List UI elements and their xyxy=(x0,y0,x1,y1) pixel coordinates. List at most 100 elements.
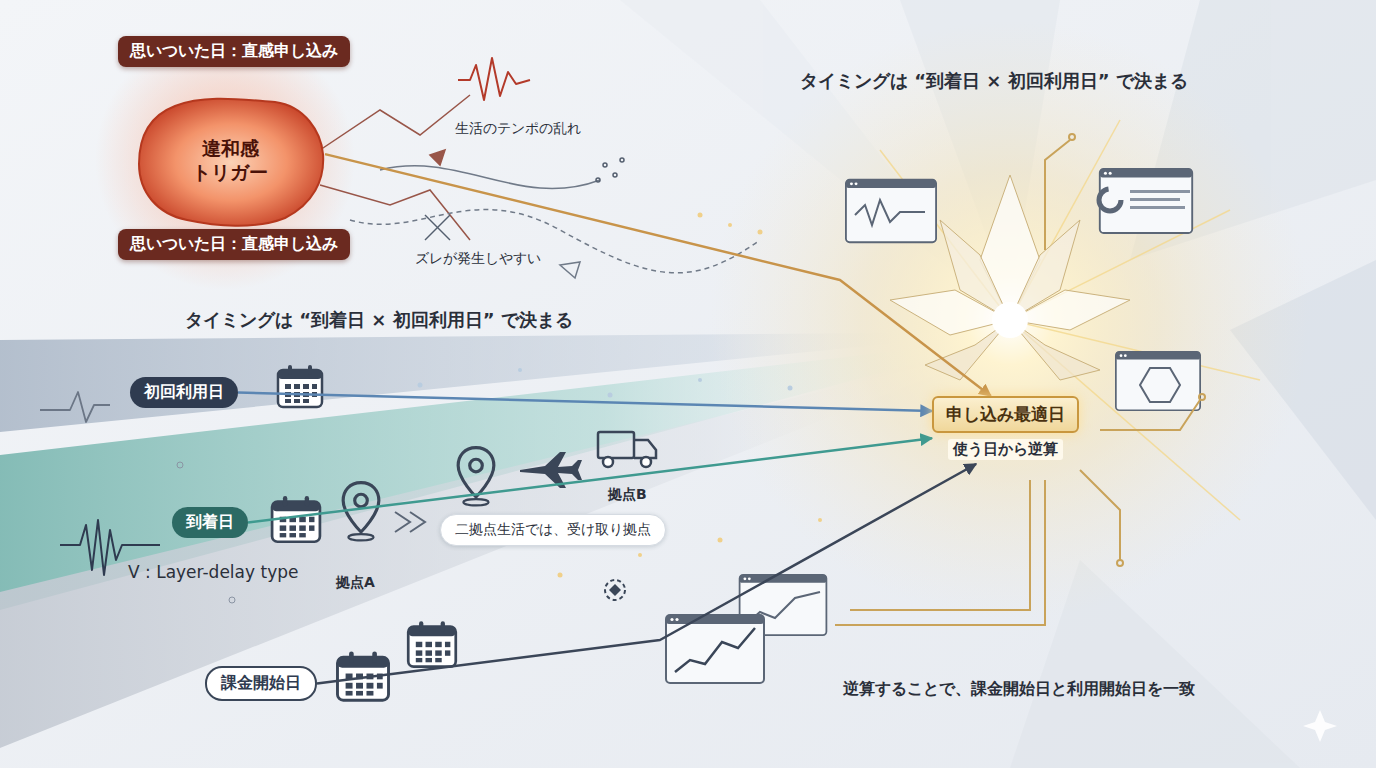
icons xyxy=(272,365,656,700)
node-text: 申し込み最適日 xyxy=(932,396,1079,433)
circuit-lines xyxy=(835,134,1205,625)
disturbance-lines xyxy=(320,95,760,278)
node-text: 初回利用日 xyxy=(144,382,224,403)
decor-shape xyxy=(605,580,625,600)
flow-arrow xyxy=(317,464,976,684)
decor-shape xyxy=(1140,368,1180,402)
decor-shape xyxy=(1080,470,1120,560)
conclusion-note: 逆算することで、課金開始日と利用開始日を一致 xyxy=(843,679,1195,700)
decor-shape xyxy=(410,512,425,532)
node-subtext: 使う日から逆算 xyxy=(948,439,1063,460)
decor-shape xyxy=(320,95,470,150)
node-text: 思いついた日：直感申し込み xyxy=(130,234,338,255)
decor-shape xyxy=(418,383,423,388)
decor-shape xyxy=(758,230,763,235)
decor-shape xyxy=(598,432,634,458)
decor-shape xyxy=(1010,290,1130,330)
decor-shape xyxy=(620,158,624,162)
decor-shape xyxy=(596,178,600,182)
decor-shape xyxy=(675,628,755,672)
flow-arrow xyxy=(238,393,932,412)
decor-shape xyxy=(890,290,1010,335)
date-pill: 課金開始日 xyxy=(205,666,317,701)
decor-shape xyxy=(1099,189,1121,211)
date-pill: 初回利用日 xyxy=(130,377,238,408)
decor-shape xyxy=(380,166,600,189)
decor-shape xyxy=(1100,400,1200,430)
decor-shape xyxy=(1100,169,1192,233)
decor-shape xyxy=(1116,352,1200,410)
date-pill: 到着日 xyxy=(172,507,248,538)
decor-shape xyxy=(698,378,702,382)
note-pill: 二拠点生活では、受け取り拠点 xyxy=(440,514,666,546)
decor-shape xyxy=(638,553,642,557)
decor-shape xyxy=(560,262,580,278)
decor-shape xyxy=(229,597,235,603)
decor-shape xyxy=(425,158,624,240)
decor-shape xyxy=(558,573,563,578)
annotation: 生活のテンポの乱れ xyxy=(455,120,581,138)
decor-shape xyxy=(1130,206,1185,209)
type-label: V : Layer-delay type xyxy=(128,562,298,582)
place-label: 拠点A xyxy=(336,574,375,592)
decor-shape xyxy=(425,215,450,240)
decor-shape xyxy=(992,302,1028,338)
particles xyxy=(177,213,822,604)
trigger-tag: 思いついた日：直感申し込み xyxy=(118,36,350,67)
decor-shape xyxy=(518,368,522,372)
node-text: 二拠点生活では、受け取り拠点 xyxy=(455,521,651,539)
background-shards xyxy=(620,0,1376,768)
decor-shape xyxy=(1069,134,1075,140)
decor-shape xyxy=(425,215,450,240)
trigger-blob: 違和感 トリガー xyxy=(135,92,325,230)
decor-shape xyxy=(846,180,936,243)
decor-shape xyxy=(698,213,703,218)
tagline: タイミングは “到着日 × 初回利用日” で決まる xyxy=(800,69,1188,93)
node-text: 思いついた日：直感申し込み xyxy=(130,41,338,62)
optimal-date-box: 申し込み最適日使う日から逆算 xyxy=(932,396,1079,464)
decor-shape xyxy=(609,584,621,596)
decor-shape xyxy=(855,200,925,225)
decor-shape xyxy=(718,538,723,543)
decor-shape xyxy=(395,512,410,532)
decor-shape xyxy=(835,480,1045,625)
decor-shape xyxy=(850,480,1030,610)
decor-shape xyxy=(608,393,613,398)
decor-shape xyxy=(1045,140,1070,250)
decor-shape xyxy=(603,457,613,467)
light-rays xyxy=(880,120,1260,520)
blob-outline xyxy=(139,99,323,226)
flow-arrow xyxy=(248,438,932,522)
decor-shape xyxy=(603,163,607,167)
node-text: 課金開始日 xyxy=(221,673,301,694)
ui-panels xyxy=(666,169,1200,683)
decor-shape xyxy=(634,440,656,458)
decor-shape xyxy=(177,462,183,468)
node-text: 到着日 xyxy=(186,512,234,533)
annotation: ズレが発生しやすい xyxy=(415,250,541,268)
decor-shape xyxy=(1130,190,1190,193)
decor-shape xyxy=(343,483,379,541)
decor-shape xyxy=(458,58,530,100)
decor-shape xyxy=(1130,198,1180,201)
trigger-tag: 思いついた日：直感申し込み xyxy=(118,229,350,260)
decor-shape xyxy=(40,392,110,422)
decor-shape xyxy=(430,150,445,165)
decor-shape xyxy=(350,210,760,273)
decor-shape xyxy=(818,518,822,522)
decor-shape xyxy=(95,30,355,290)
tagline: タイミングは “到着日 × 初回利用日” で決まる xyxy=(185,308,573,332)
place-label: 拠点B xyxy=(608,486,647,504)
decor-shape xyxy=(641,457,651,467)
decor-shape xyxy=(598,432,656,467)
node-text: 違和感 トリガー xyxy=(188,137,272,185)
decor-shape xyxy=(788,386,793,391)
decor-shape xyxy=(1117,560,1123,566)
decor-shape xyxy=(728,223,732,227)
decor-shape xyxy=(278,365,322,407)
decor-shape xyxy=(1100,230,1101,231)
decor-shape xyxy=(1199,394,1205,400)
decor-shape xyxy=(1303,710,1337,742)
decor-shape xyxy=(666,615,764,683)
